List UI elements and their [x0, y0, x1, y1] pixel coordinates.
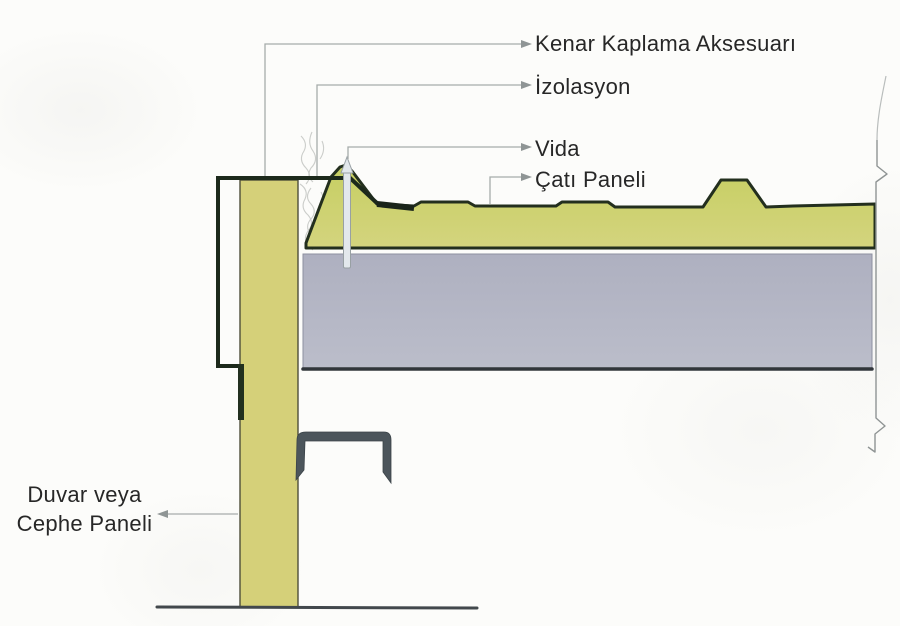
leader-arrowhead	[521, 143, 532, 151]
leader-edge-trim	[264, 43, 522, 176]
leader-screw	[347, 146, 522, 159]
roof-panel-top-layer	[304, 163, 877, 250]
leader-arrowhead	[521, 173, 532, 181]
label-screw: Vida	[535, 136, 580, 161]
callout-leaders	[157, 40, 532, 518]
edge-trim-flange	[376, 201, 415, 211]
leader-arrowhead	[157, 510, 168, 518]
leader-insulation	[316, 84, 522, 176]
break-line	[867, 75, 888, 453]
label-edge-trim: Kenar Kaplama Aksesuarı	[535, 31, 797, 56]
label-wall-panel: Duvar veya Cephe Paneli	[2, 480, 167, 538]
leader-arrowhead	[521, 40, 532, 48]
label-wall-panel-line2: Cephe Paneli	[16, 511, 153, 536]
leader-arrowhead	[521, 81, 532, 89]
screw	[340, 155, 354, 269]
label-roof-panel: Çatı Paneli	[535, 167, 646, 192]
label-wall-panel-line1: Duvar veya	[27, 482, 142, 507]
leader-roof-panel	[489, 176, 522, 204]
screw-tip	[340, 155, 354, 174]
edge-trim	[216, 175, 415, 420]
ground-line	[155, 605, 479, 610]
label-insulation: İzolasyon	[535, 74, 631, 99]
purlin-bracket	[295, 431, 392, 485]
roof-panel-core	[301, 253, 874, 371]
wall-panel	[239, 179, 299, 608]
